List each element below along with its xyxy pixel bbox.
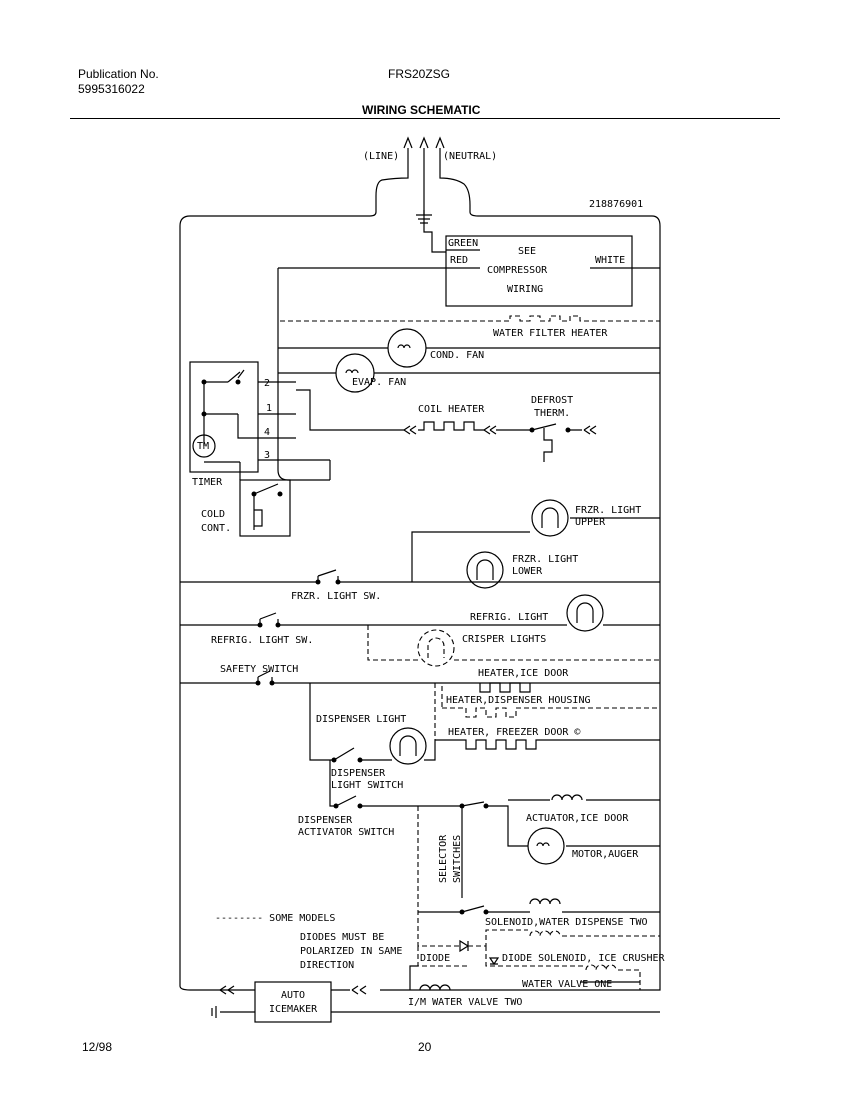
cond-fan-label: COND. FAN [430, 350, 484, 361]
actuator-ice-door-label: ACTUATOR,ICE DOOR [526, 813, 629, 824]
line-label: (LINE) [363, 151, 399, 162]
frzr-light-sw-label: FRZR. LIGHT SW. [291, 591, 381, 602]
timer-terminal-1: 1 [266, 403, 272, 414]
refrig-light [566, 594, 604, 632]
timer-terminal-4: 4 [264, 427, 270, 438]
model-number: FRS20ZSG [388, 67, 451, 81]
diodes-note-3: DIRECTION [300, 960, 354, 971]
auto-icemaker [254, 981, 332, 1023]
heater-freezer-door-label: HEATER, FREEZER DOOR © [448, 727, 581, 738]
dispenser-light-label: DISPENSER LIGHT [316, 714, 406, 725]
auto-icemaker-label-1: AUTO [281, 990, 305, 1001]
header-rule [70, 118, 780, 119]
safety-switch-label: SAFETY SWITCH [220, 664, 298, 675]
selector-label-2: SWITCHES [452, 835, 463, 883]
neutral-label: (NEUTRAL) [443, 151, 497, 162]
water-filter-heater-label: WATER FILTER HEATER [493, 328, 608, 339]
therm-label: THERM. [534, 408, 570, 419]
im-water-valve-two-label: I/M WATER VALVE TWO [408, 997, 522, 1008]
compressor-box [445, 235, 633, 307]
heater-dispenser-housing-label: HEATER,DISPENSER HOUSING [446, 695, 591, 706]
evap-fan-label: EVAP. FAN [352, 377, 406, 388]
diode-solenoid-ice-crusher-label: DIODE SOLENOID, ICE CRUSHER [502, 953, 666, 964]
dispenser-activator-label-2: ACTIVATOR SWITCH [298, 827, 394, 838]
water-valve-two-coil [419, 984, 451, 991]
defrost-timer [189, 361, 259, 473]
dispenser-light [389, 727, 427, 765]
water-valve-one-label: WATER VALVE ONE [522, 979, 612, 990]
wire-red: RED [450, 255, 468, 266]
frzr-light-upper-label-2: UPPER [575, 517, 606, 528]
publication-label: Publication No. [78, 67, 159, 81]
wire-green: GREEN [448, 238, 478, 249]
motor-auger [527, 827, 565, 865]
ice-crusher-coil [529, 930, 561, 937]
refrig-light-label: REFRIG. LIGHT [470, 612, 548, 623]
diodes-note-1: DIODES MUST BE [300, 932, 384, 943]
crisper-lights-label: CRISPER LIGHTS [462, 634, 546, 645]
frzr-light-upper [531, 499, 569, 537]
power-plug [179, 136, 661, 991]
cond-fan-motor [387, 328, 427, 368]
timer-motor-label: TM [197, 441, 209, 452]
crisper-light [417, 629, 455, 667]
frzr-light-upper-label-1: FRZR. LIGHT [575, 505, 641, 516]
diode-1 [459, 939, 470, 953]
footer-date: 12/98 [82, 1040, 113, 1054]
cold-control [239, 479, 291, 537]
refrig-light-sw-label: REFRIG. LIGHT SW. [211, 635, 313, 646]
diodes-note-2: POLARIZED IN SAME [300, 946, 402, 957]
timer-terminal-2: 2 [264, 378, 270, 389]
page-number: 20 [418, 1040, 432, 1054]
water-valve-one-coil [585, 964, 617, 971]
frzr-light-lower [466, 551, 504, 589]
coil-heater-label: COIL HEATER [418, 404, 485, 415]
cold-cont-label-1: COLD [201, 509, 225, 520]
page-title: WIRING SCHEMATIC [362, 103, 481, 117]
dispenser-light-switch-label-2: LIGHT SWITCH [331, 780, 403, 791]
diode-2 [488, 957, 500, 966]
compressor-label: COMPRESSOR [487, 265, 548, 276]
legend-some-models: -------- SOME MODELS [215, 913, 335, 924]
compressor-wiring: WIRING [507, 284, 543, 295]
compressor-see: SEE [518, 246, 536, 257]
evap-fan-motor [335, 353, 375, 393]
heater-ice-door-label: HEATER,ICE DOOR [478, 668, 569, 679]
cold-cont-label-2: CONT. [201, 523, 231, 534]
selector-label-1: SELECTOR [438, 834, 449, 883]
actuator-coil [551, 794, 583, 801]
dispenser-activator-label-1: DISPENSER [298, 815, 353, 826]
solenoid-water-dispense-label: SOLENOID,WATER DISPENSE TWO [485, 917, 648, 928]
timer-motor [192, 434, 216, 458]
publication-number: 5995316022 [78, 82, 145, 96]
wire-white: WHITE [595, 255, 625, 266]
solenoid-water-dispense-coil [529, 898, 561, 905]
diode-label: DIODE [420, 953, 450, 964]
frzr-light-lower-label-2: LOWER [512, 566, 543, 577]
dispenser-light-switch-label-1: DISPENSER [331, 768, 386, 779]
timer-label: TIMER [192, 477, 223, 488]
motor-auger-label: MOTOR,AUGER [572, 849, 639, 860]
frzr-light-lower-label-1: FRZR. LIGHT [512, 554, 578, 565]
part-number: 218876901 [589, 199, 643, 210]
defrost-label: DEFROST [531, 395, 573, 406]
timer-terminal-3: 3 [264, 450, 270, 461]
auto-icemaker-label-2: ICEMAKER [269, 1004, 318, 1015]
